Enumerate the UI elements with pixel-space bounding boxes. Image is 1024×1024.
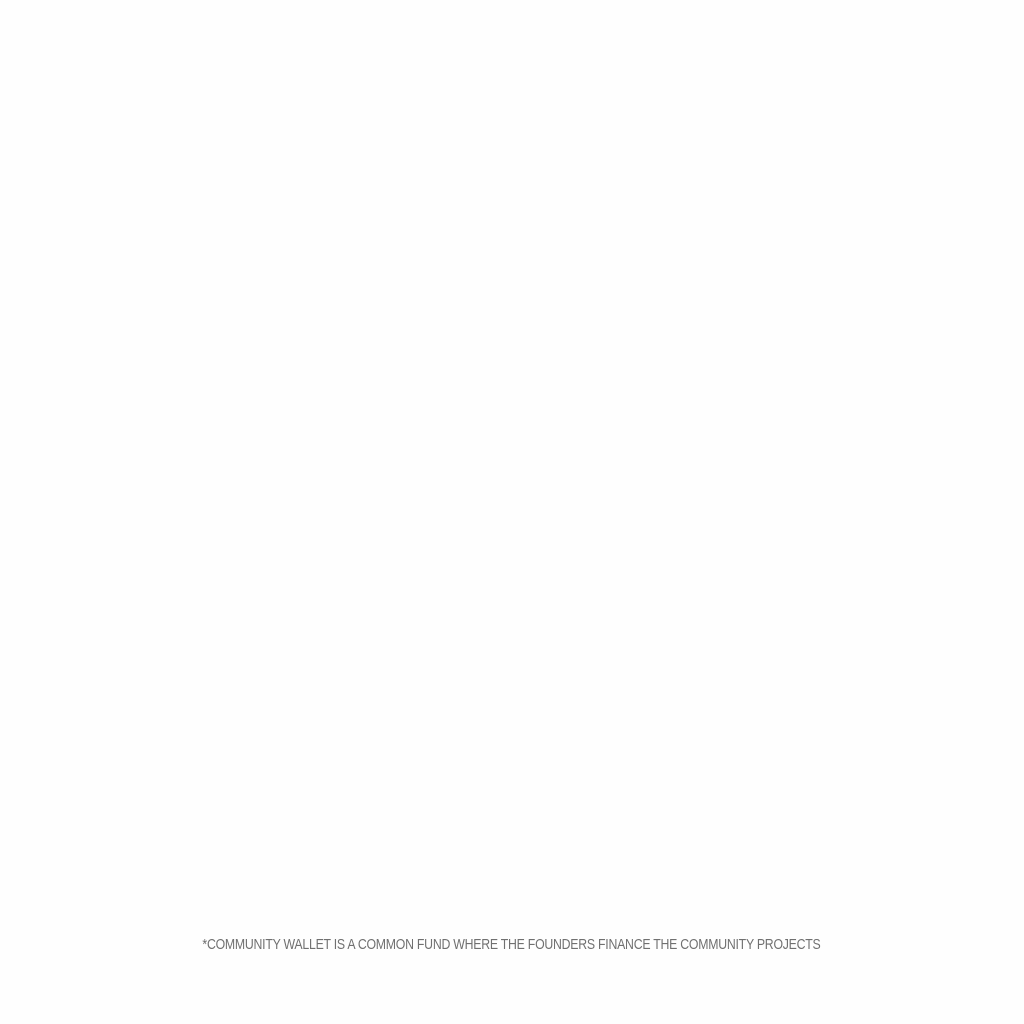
blank-content-area xyxy=(0,0,1024,920)
footnote-text: *COMMUNITY WALLET IS A COMMON FUND WHERE… xyxy=(202,936,821,953)
